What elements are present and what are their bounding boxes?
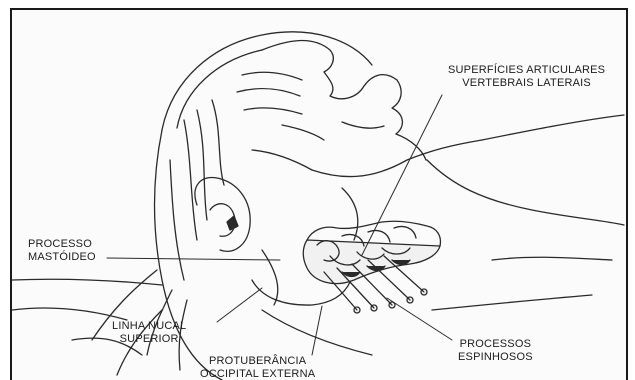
protuberance-line-1: PROTUBERÂNCIA — [200, 355, 315, 368]
label-external-occipital-protuberance: PROTUBERÂNCIA OCCIPITAL EXTERNA — [200, 355, 315, 380]
articular-line-1: SUPERFÍCIES ARTICULARES — [448, 64, 605, 77]
label-spinous-processes: PROCESSOS ESPINHOSOS — [458, 338, 533, 364]
ear-drawing — [195, 177, 250, 251]
articular-line-2: VERTEBRAIS LATERAIS — [448, 77, 605, 90]
nuchal-line-1: LINHA NUCAL — [112, 320, 186, 333]
mastoid-line-1: PROCESSO — [28, 238, 96, 251]
protuberance-line-2: OCCIPITAL EXTERNA — [200, 368, 315, 380]
spinous-line-1: PROCESSOS — [458, 338, 533, 351]
mastoid-line-2: MASTÓIDEO — [28, 251, 96, 264]
face-profile — [237, 41, 426, 170]
leader-lines — [107, 95, 452, 355]
label-mastoid-process: PROCESSO MASTÓIDEO — [28, 238, 96, 264]
spinous-line-2: ESPINHOSOS — [458, 351, 533, 364]
label-superior-nuchal-line: LINHA NUCAL SUPERIOR — [112, 320, 186, 346]
label-articular-surfaces: SUPERFÍCIES ARTICULARES VERTEBRAIS LATER… — [448, 64, 605, 90]
illustration-frame: SUPERFÍCIES ARTICULARES VERTEBRAIS LATER… — [10, 8, 628, 380]
nuchal-line-2: SUPERIOR — [112, 333, 186, 346]
neck-and-shoulders — [12, 115, 624, 355]
